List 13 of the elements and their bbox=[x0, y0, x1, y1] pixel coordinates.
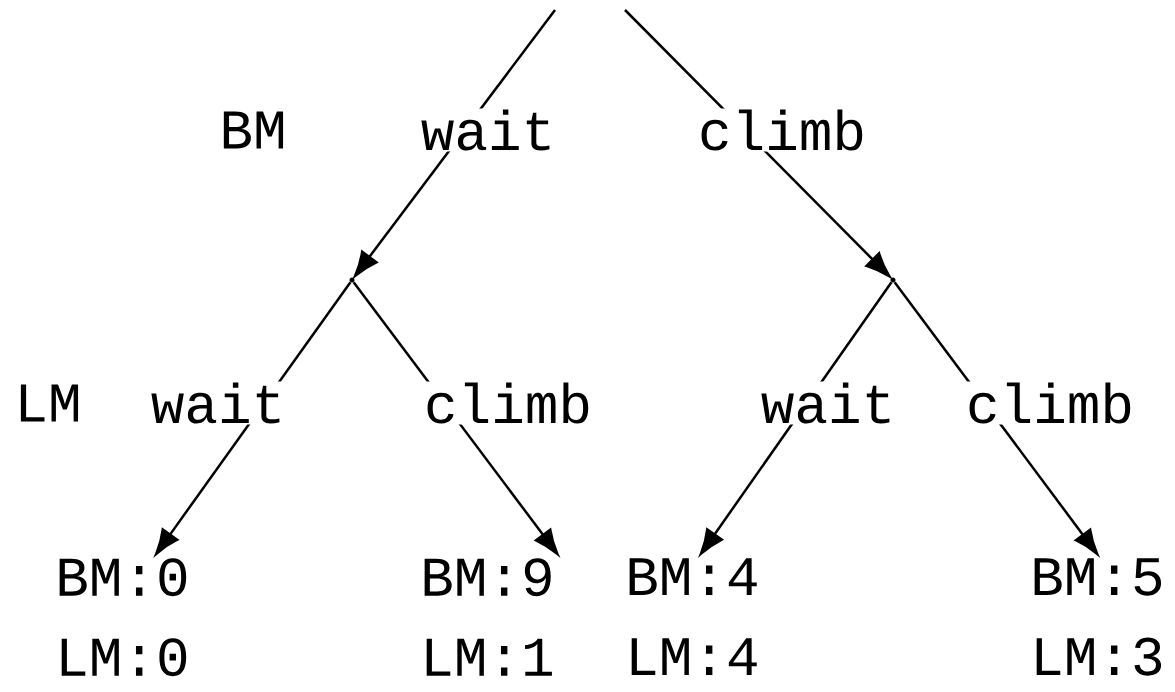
arrow bbox=[352, 281, 559, 556]
player-label: LM bbox=[20, 384, 79, 422]
edge-label: climb bbox=[697, 108, 867, 152]
payoff-text: BM:4 LM:4 bbox=[629, 558, 757, 676]
edge-label: climb bbox=[423, 381, 593, 425]
arrow bbox=[624, 9, 891, 278]
payoff-text: BM:5 LM:3 bbox=[1034, 558, 1162, 676]
edge-label: wait bbox=[419, 108, 557, 152]
player-label: BM bbox=[223, 111, 284, 149]
arrow bbox=[893, 281, 1099, 555]
payoff-text: BM:9 LM:1 bbox=[424, 558, 552, 676]
payoff-text: BM:0 LM:0 bbox=[59, 558, 187, 677]
edge-label: climb bbox=[965, 381, 1135, 425]
